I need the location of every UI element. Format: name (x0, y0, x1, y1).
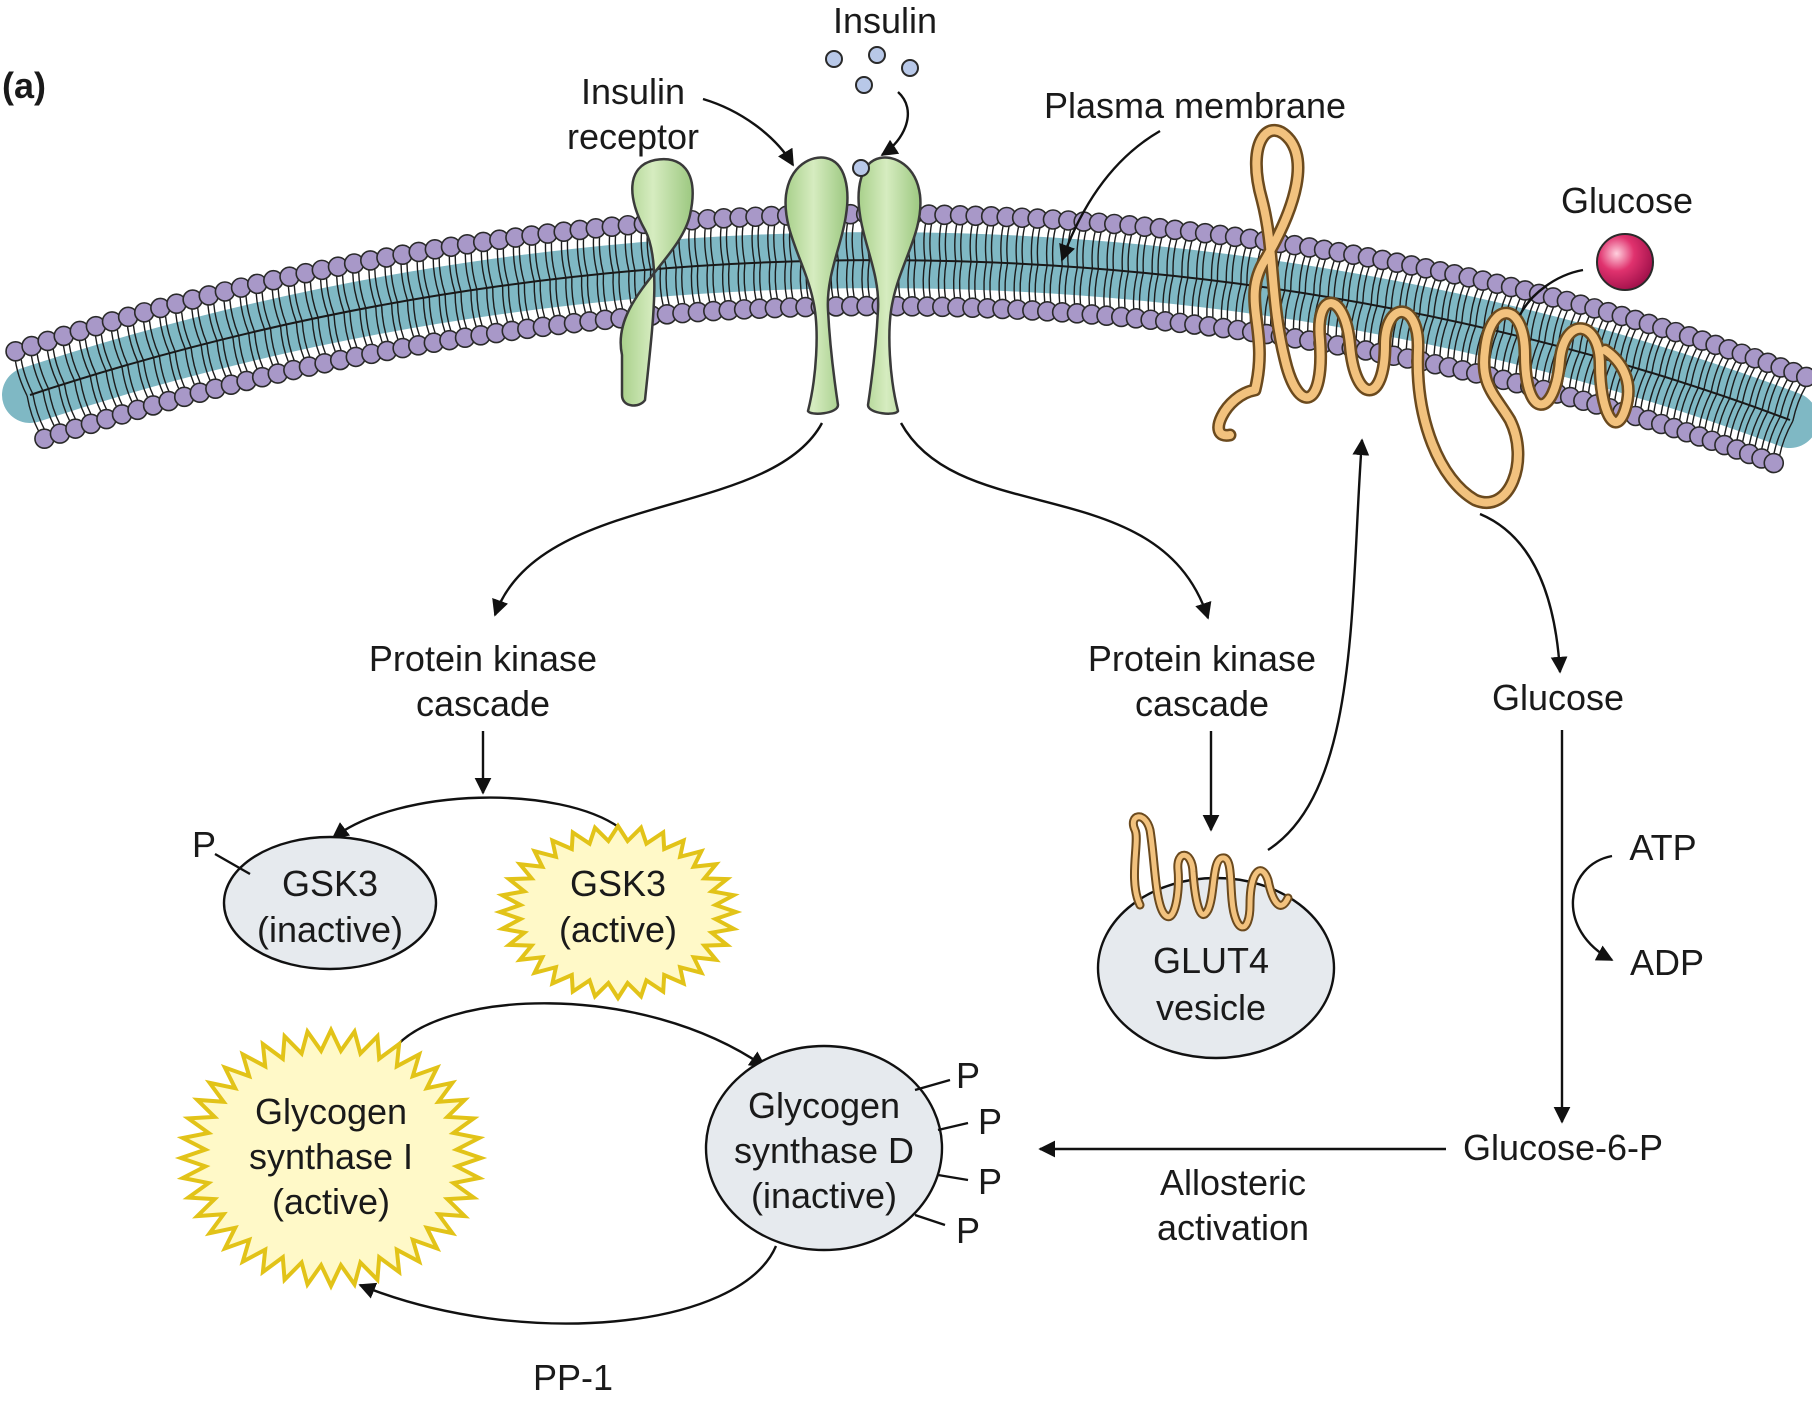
glut4-vesicle-node: GLUT4 vesicle (1096, 812, 1336, 1060)
gs-active-line2: synthase I (249, 1136, 413, 1177)
gs-active-line3: (active) (272, 1181, 390, 1222)
arrow-vesicle-to-membrane (1267, 438, 1370, 852)
gsk3-active-line1: GSK3 (570, 863, 666, 904)
glut4-vesicle-line1: GLUT4 (1153, 940, 1269, 981)
labels: (a) Insulin Insulin receptor Plasma memb… (2, 0, 1704, 1398)
cascade-left-line2: cascade (416, 683, 550, 724)
pp1-label: PP-1 (533, 1357, 613, 1398)
arrow-pp1-dephosphorylation (358, 1245, 778, 1325)
cascade-right-line2: cascade (1135, 683, 1269, 724)
insulin-receptor (619, 157, 694, 407)
insulin-label: Insulin (833, 0, 937, 41)
arrow-atp-to-adp (1571, 854, 1614, 962)
arrow-to-cascade-left (492, 422, 824, 617)
cascade-left-line1: Protein kinase (369, 638, 597, 679)
arrow-glut4-to-glucose (1479, 512, 1568, 674)
gsk3-active-line2: (active) (559, 909, 677, 950)
glycogen-synthase-inactive-node: P P P P Glycogen synthase D (inactive) (704, 1044, 1002, 1252)
glucose-outside-label: Glucose (1561, 180, 1693, 221)
insulin-molecules (825, 46, 919, 177)
glut4-vesicle-line2: vesicle (1156, 987, 1266, 1028)
glucose-6-p-label: Glucose-6-P (1463, 1127, 1663, 1168)
phosphate-label: P (978, 1161, 1002, 1202)
panel-label: (a) (2, 65, 46, 106)
plasma-membrane-label: Plasma membrane (1044, 85, 1346, 126)
glucose-inside-label: Glucose (1492, 677, 1624, 718)
allosteric-label-line1: Allosteric (1160, 1162, 1306, 1203)
phosphate-label: P (956, 1055, 980, 1096)
phosphate-label: P (978, 1101, 1002, 1142)
gsk3-inactive-node: P GSK3 (inactive) (192, 824, 438, 971)
phosphate-label: P (192, 824, 216, 865)
atp-label: ATP (1629, 827, 1696, 868)
insulin-receptor-label-line1: Insulin (581, 71, 685, 112)
arrows (331, 91, 1614, 1325)
glucose-molecule (1518, 233, 1654, 316)
adp-label: ADP (1630, 942, 1704, 983)
gs-inactive-line1: Glycogen (748, 1085, 900, 1126)
phosphate-label: P (956, 1210, 980, 1251)
glycogen-synthase-active-node: Glycogen synthase I (active) (174, 1025, 488, 1291)
arrow-insulin-binding (880, 91, 909, 157)
glut4-transporter (1212, 123, 1635, 509)
gs-inactive-line3: (inactive) (751, 1175, 897, 1216)
arrow-gsk3-active-to-inactive (331, 796, 621, 840)
arrow-active-to-inactive-gs (392, 1002, 767, 1068)
gsk3-inactive-line2: (inactive) (257, 909, 403, 950)
gsk3-active-node: GSK3 (active) (493, 822, 743, 1002)
gs-inactive-line2: synthase D (734, 1130, 914, 1171)
arrow-receptor-label (702, 97, 795, 167)
arrow-plasma-membrane (1059, 129, 1161, 262)
gs-active-line1: Glycogen (255, 1091, 407, 1132)
arrow-to-cascade-right (899, 422, 1212, 620)
insulin-receptor-label-line2: receptor (567, 116, 699, 157)
cascade-right-line1: Protein kinase (1088, 638, 1316, 679)
gsk3-inactive-line1: GSK3 (282, 863, 378, 904)
allosteric-label-line2: activation (1157, 1207, 1309, 1248)
